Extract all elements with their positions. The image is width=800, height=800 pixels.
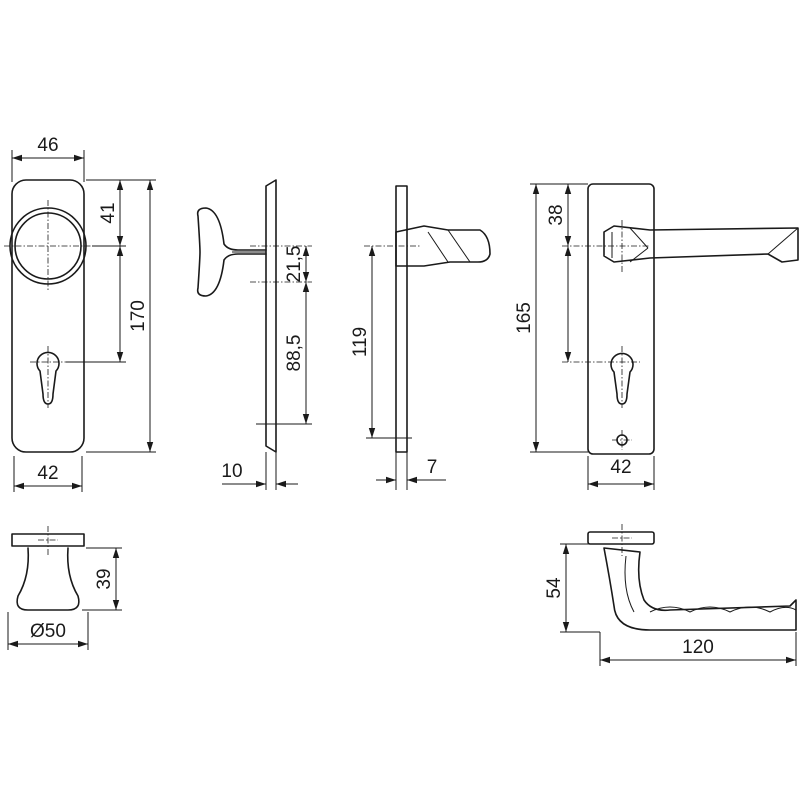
dim-knob-height: 39: [94, 568, 115, 589]
dim-knob-plate-bottom-width: 42: [37, 463, 58, 484]
knob-plate-side-view: 21,5 88,5 10: [196, 179, 312, 490]
dim-lever-side-height: 119: [350, 327, 371, 357]
dim-lever-length: 120: [682, 637, 714, 658]
lever-handle-front: [603, 225, 799, 263]
dim-knob-plate-width: 46: [37, 135, 58, 156]
side-plate-outline: [265, 179, 277, 453]
lever-plate-side-view: 119 7: [350, 185, 491, 490]
dim-knob-plate-height: 170: [128, 300, 149, 332]
knob-plate-front-view: 46 42 41 170: [4, 135, 156, 492]
lever-neck-line: [624, 555, 635, 613]
knob-rose: [11, 533, 85, 547]
dim-side-upper-offset: 21,5: [284, 246, 305, 283]
lever-side-plate: [395, 185, 408, 453]
cylinder-keyhole: [36, 351, 60, 405]
lever-handle-top: [603, 547, 797, 631]
dim-knob-diameter: Ø50: [30, 621, 66, 642]
lever-plate-outline: [587, 183, 655, 455]
knob-top-view: 39 Ø50: [7, 526, 122, 650]
knob-plate-outline: [11, 179, 85, 453]
lever-cylinder-keyhole: [610, 352, 634, 405]
dim-side-lower-offset: 88,5: [284, 335, 305, 372]
dim-knob-center-from-top: 41: [98, 202, 119, 223]
dim-lever-side-thickness: 7: [427, 457, 438, 478]
knob-side-profile: [196, 207, 267, 297]
dim-lever-plate-height: 165: [514, 302, 535, 334]
lever-grip-profile: [649, 606, 797, 613]
dim-lever-height: 54: [544, 577, 565, 599]
dim-side-plate-thickness: 10: [221, 461, 242, 482]
lever-plate-front-view: 165 38 42: [514, 183, 799, 490]
knob-body: [16, 547, 80, 611]
lever-rose: [587, 531, 655, 545]
lever-top-view: 54 120: [544, 524, 797, 666]
dim-lever-center-from-top: 38: [546, 204, 567, 225]
dim-lever-plate-width: 42: [610, 457, 631, 478]
lever-side-profile: [395, 225, 491, 267]
